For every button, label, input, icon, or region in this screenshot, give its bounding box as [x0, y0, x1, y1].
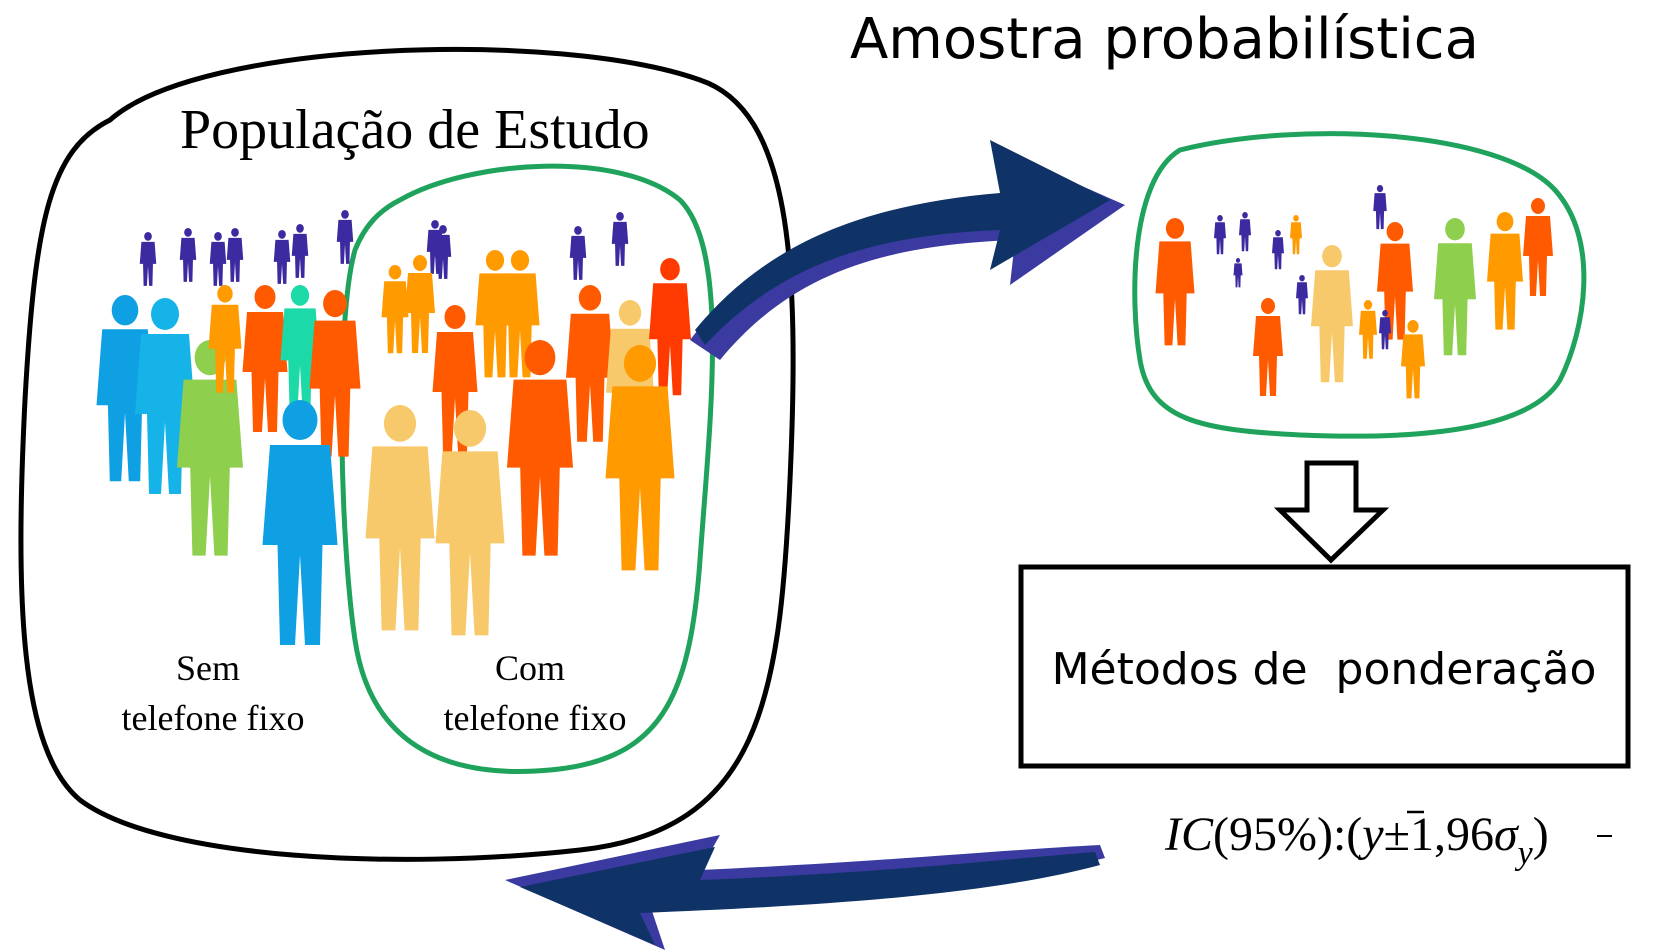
ci-pm: ±1,96 — [1384, 808, 1494, 861]
confidence-interval-formula: IC(95%):(y±1,96σy) — [1164, 808, 1612, 872]
ci-sub: y — [1515, 835, 1534, 872]
person-silhouette-icon — [605, 345, 675, 571]
person-silhouette-icon — [1239, 212, 1251, 252]
return-arrow-icon — [505, 835, 1105, 950]
sample-title: Amostra probabilística — [850, 7, 1479, 72]
hollow-down-arrow-icon — [1273, 460, 1390, 564]
group-with-line1: Com — [495, 648, 565, 688]
person-silhouette-icon — [208, 285, 242, 393]
person-silhouette-icon — [365, 405, 435, 631]
ci-close: ) — [1533, 808, 1549, 861]
ci-ic: IC — [1164, 808, 1214, 861]
person-silhouette-icon — [273, 230, 291, 284]
curved-arrow-icon — [690, 140, 1125, 360]
person-silhouette-icon — [1272, 230, 1284, 270]
population-outline — [18, 47, 796, 862]
person-silhouette-icon — [569, 226, 587, 280]
person-silhouette-icon — [1359, 300, 1377, 359]
person-silhouette-icon — [1233, 258, 1243, 288]
person-silhouette-icon — [405, 255, 435, 353]
weighting-box-label: Métodos de ponderação — [1052, 644, 1597, 695]
person-silhouette-icon — [1253, 298, 1283, 396]
person-silhouette-icon — [611, 212, 629, 266]
ci-sigma: σ — [1494, 808, 1520, 861]
person-silhouette-icon — [1373, 185, 1387, 230]
person-silhouette-icon — [1155, 218, 1195, 346]
person-silhouette-icon — [139, 232, 157, 286]
group-without-line2: telefone fixo — [122, 698, 305, 738]
person-silhouette-icon — [226, 228, 244, 282]
person-silhouette-icon — [1434, 218, 1476, 356]
person-silhouette-icon — [242, 285, 288, 432]
svg-text:IC(95%):(y±1,96σy): IC(95%):(y±1,96σy) — [1164, 808, 1549, 872]
person-silhouette-icon — [1296, 275, 1308, 315]
person-silhouette-icon — [309, 290, 361, 457]
group-with-line2: telefone fixo — [444, 698, 627, 738]
sample-crowd — [1155, 185, 1553, 399]
person-silhouette-icon — [1290, 215, 1302, 255]
person-silhouette-icon — [566, 285, 614, 442]
ci-level: (95%):( — [1213, 808, 1362, 861]
person-silhouette-icon — [1311, 245, 1353, 383]
person-silhouette-icon — [336, 210, 354, 264]
person-silhouette-icon — [507, 340, 573, 556]
person-silhouette-icon — [291, 224, 309, 278]
ci-ybar: y — [1357, 808, 1384, 861]
person-silhouette-icon — [1487, 212, 1523, 330]
person-silhouette-icon — [1214, 215, 1226, 255]
person-silhouette-icon — [435, 410, 505, 636]
person-silhouette-icon — [262, 400, 338, 645]
population-label: População de Estudo — [180, 99, 650, 161]
person-silhouette-icon — [1523, 198, 1553, 296]
person-silhouette-icon — [649, 258, 691, 396]
person-silhouette-icon — [179, 228, 197, 282]
person-silhouette-icon — [1401, 320, 1425, 399]
population-crowd — [96, 210, 691, 645]
weighting-box — [1018, 564, 1631, 769]
sample-outline — [1132, 131, 1587, 439]
person-silhouette-icon — [434, 225, 452, 279]
person-silhouette-icon — [381, 265, 409, 354]
group-without-line1: Sem — [176, 648, 240, 688]
person-silhouette-icon — [1379, 310, 1391, 350]
person-silhouette-icon — [209, 232, 227, 286]
